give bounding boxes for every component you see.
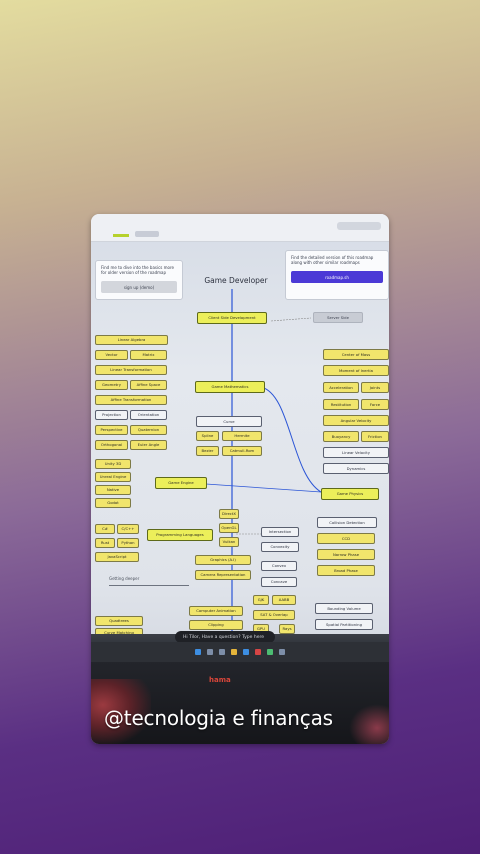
node-collision-0[interactable]: Collision Detection	[317, 517, 377, 528]
node-right-9[interactable]: Linear Velocity	[323, 447, 389, 458]
node-linear-algebra[interactable]: Linear Algebra	[95, 335, 168, 345]
node-left-7[interactable]: Orientation	[130, 410, 167, 420]
node-right-10[interactable]: Dynamics	[323, 463, 389, 474]
node-right-1[interactable]: Moment of Inertia	[323, 365, 389, 376]
node-mid-4[interactable]: Convex	[261, 561, 297, 571]
node-programming-languages[interactable]: Programming Languages	[147, 529, 213, 541]
caption-divider	[109, 585, 189, 586]
node-right-0[interactable]: Center of Mass	[323, 349, 389, 360]
node-engine-1[interactable]: Unreal Engine	[95, 472, 131, 482]
node-bottom-2[interactable]: Quadtrees	[95, 616, 143, 626]
node-right-4[interactable]: Restitution	[323, 399, 359, 410]
node-engine-0[interactable]: Unity 3D	[95, 459, 131, 469]
node-bottom-8[interactable]: Rays	[279, 624, 295, 634]
nav-link[interactable]	[135, 231, 159, 237]
laptop-brand: hama	[209, 676, 231, 684]
accent-bar	[113, 234, 129, 237]
left-info-card: Find me to dive into the basics more for…	[95, 260, 183, 300]
right-card-text: Find the detailed version of this roadma…	[291, 255, 374, 265]
node-server-side[interactable]: Server Side	[313, 312, 363, 323]
top-right-control[interactable]	[337, 222, 381, 230]
app-icon[interactable]	[255, 649, 261, 655]
node-left-1[interactable]: Matrix	[130, 350, 167, 360]
node-left-5[interactable]: Affine Transformation	[95, 395, 167, 405]
node-lang-1[interactable]: C/C++	[117, 524, 139, 534]
node-curve-3[interactable]: Catmull-Rom	[222, 446, 262, 456]
node-bottom-5[interactable]: AABB	[272, 595, 296, 605]
keyboard-light-left	[91, 679, 151, 744]
node-left-4[interactable]: Affine Space	[130, 380, 167, 390]
node-engine-3[interactable]: Godot	[95, 498, 131, 508]
node-collision-2[interactable]: Narrow Phase	[317, 549, 375, 560]
node-right-7[interactable]: Buoyancy	[323, 431, 359, 442]
node-lang-2[interactable]: Rust	[95, 538, 115, 548]
node-collision-3[interactable]: Broad Phase	[317, 565, 375, 576]
photo-frame: Find me to dive into the basics more for…	[91, 214, 389, 744]
node-left-10[interactable]: Orthogonal	[95, 440, 128, 450]
node-mid-2[interactable]: Graphics (A.I)	[195, 555, 251, 565]
node-curve-1[interactable]: Hermite	[222, 431, 262, 441]
node-mid-3[interactable]: Camera Representation	[195, 570, 251, 580]
task-view-icon[interactable]	[219, 649, 225, 655]
sign-up-button[interactable]: sign up (demo)	[101, 281, 177, 293]
node-lang-0[interactable]: C#	[95, 524, 115, 534]
keyboard-light-right	[349, 704, 389, 744]
node-lang-4[interactable]: JavaScript	[95, 552, 139, 562]
node-curve-2[interactable]: Bezier	[196, 446, 219, 456]
node-right-2[interactable]: Acceleration	[323, 382, 359, 393]
windows-icon[interactable]	[195, 649, 201, 655]
ask-bar[interactable]: Hi Tilor, Have a question? Type here	[175, 631, 275, 643]
node-collision-5[interactable]: Spatial Partitioning	[315, 619, 373, 630]
node-game-engine[interactable]: Game Engine	[155, 477, 207, 489]
browser-icon[interactable]	[243, 649, 249, 655]
node-bottom-1[interactable]: Clipping	[189, 620, 243, 630]
section-caption: Getting deeper	[109, 576, 140, 581]
node-curve[interactable]: Curve	[196, 416, 262, 427]
node-graphics-api-0[interactable]: DirectX	[219, 509, 239, 519]
browser-toolbar	[91, 214, 389, 242]
node-mid-0[interactable]: Intersection	[261, 527, 299, 537]
node-graphics-api-2[interactable]: Vulkan	[219, 537, 239, 547]
node-left-3[interactable]: Geometry	[95, 380, 128, 390]
node-left-6[interactable]: Projection	[95, 410, 128, 420]
settings-icon[interactable]	[279, 649, 285, 655]
node-collision-1[interactable]: CCD	[317, 533, 375, 544]
node-right-5[interactable]: Force	[361, 399, 389, 410]
node-left-9[interactable]: Quaternion	[130, 425, 167, 435]
node-mid-5[interactable]: Concave	[261, 577, 297, 587]
node-bottom-0[interactable]: Computer Animation	[189, 606, 243, 616]
node-bottom-4[interactable]: GJK	[253, 595, 269, 605]
chrome-icon[interactable]	[267, 649, 273, 655]
node-left-8[interactable]: Perspective	[95, 425, 128, 435]
node-left-0[interactable]: Vector	[95, 350, 128, 360]
roadmap-title: Game Developer	[204, 276, 268, 285]
taskbar	[91, 642, 389, 662]
node-client-side[interactable]: Client Side Development	[197, 312, 267, 324]
left-card-text: Find me to dive into the basics more for…	[101, 265, 175, 275]
node-bottom-6[interactable]: SAT & Overlap	[253, 610, 295, 620]
node-game-physics[interactable]: Game Physics	[321, 488, 379, 500]
right-info-card: Find the detailed version of this roadma…	[285, 250, 389, 300]
watermark-text: @tecnologia e finanças	[104, 706, 333, 730]
node-mid-1[interactable]: Convexity	[261, 542, 299, 552]
node-right-8[interactable]: Friction	[361, 431, 389, 442]
node-right-3[interactable]: Joints	[361, 382, 389, 393]
node-right-6[interactable]: Angular Velocity	[323, 415, 389, 426]
node-left-11[interactable]: Euler Angle	[130, 440, 167, 450]
node-left-2[interactable]: Linear Transformation	[95, 365, 167, 375]
node-engine-2[interactable]: Native	[95, 485, 131, 495]
node-curve-0[interactable]: Spline	[196, 431, 219, 441]
node-game-mathematics[interactable]: Game Mathematics	[195, 381, 265, 393]
node-collision-4[interactable]: Bounding Volume	[315, 603, 373, 614]
folder-icon[interactable]	[231, 649, 237, 655]
roadmap-button[interactable]: roadmap.sh	[291, 271, 383, 283]
node-lang-3[interactable]: Python	[117, 538, 139, 548]
node-graphics-api-1[interactable]: OpenGL	[219, 523, 239, 533]
search-icon[interactable]	[207, 649, 213, 655]
